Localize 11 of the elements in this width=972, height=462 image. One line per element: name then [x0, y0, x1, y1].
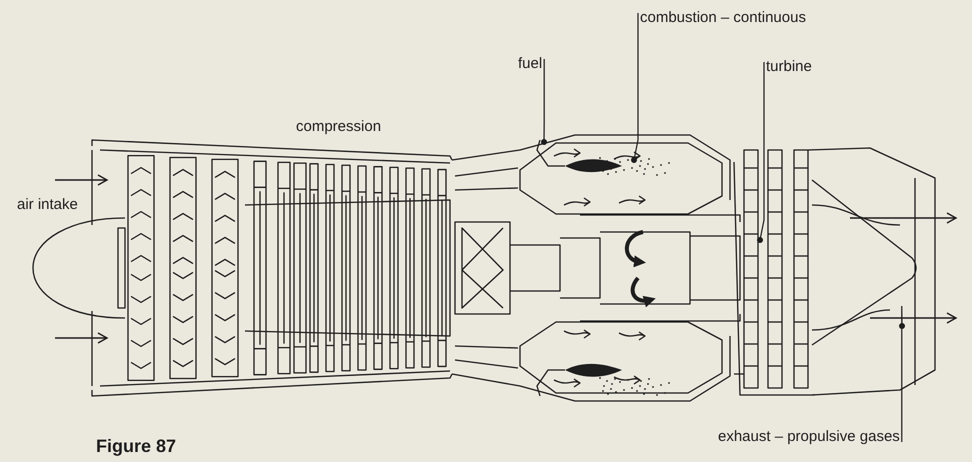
part-label: air intake	[17, 196, 78, 214]
callout-text: combustion – continuous	[640, 9, 806, 27]
leader-line	[757, 62, 765, 243]
part-label: compression	[296, 118, 382, 136]
figure-caption: Figure 87	[96, 436, 176, 457]
callout-text: turbine	[766, 58, 812, 76]
callout-text: exhaust – propulsive gases	[718, 428, 900, 446]
leader-line	[899, 305, 905, 442]
leader-line	[631, 13, 639, 163]
callout-text: fuel	[518, 55, 542, 73]
leader-line	[541, 59, 547, 145]
